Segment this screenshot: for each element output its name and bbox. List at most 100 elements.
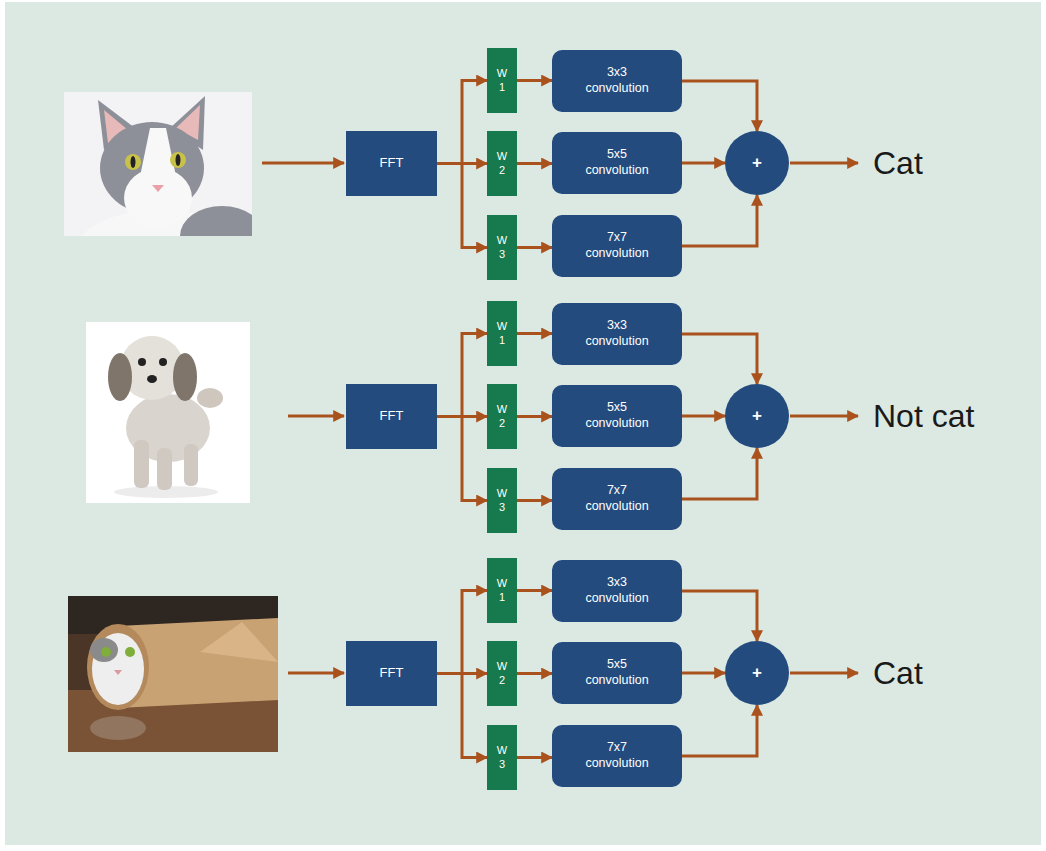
cat-pupil: [131, 156, 136, 168]
connector-arrow: [517, 589, 552, 592]
node-text: W 3: [496, 487, 508, 515]
node-text: W 2: [496, 403, 508, 431]
cat-fur-patch: [180, 206, 252, 236]
cat-eye: [101, 647, 111, 657]
node-text: 3x3 convolution: [575, 575, 659, 606]
output-label: Cat: [873, 656, 923, 691]
node-text: W 3: [496, 744, 508, 772]
floor-reflection: [90, 716, 146, 740]
connector-arrow: [437, 591, 487, 674]
cat-nose: [114, 670, 122, 675]
connector-arrow: [682, 334, 757, 384]
dog-ear: [108, 353, 132, 401]
cat-nose: [152, 185, 164, 192]
convolution-box: 5x5 convolution: [552, 132, 682, 194]
connector-arrow: [682, 448, 757, 499]
output-arrow: [790, 672, 858, 675]
convolution-box: 7x7 convolution: [552, 215, 682, 277]
node-text: W 3: [496, 234, 508, 262]
weight-box: W 3: [487, 725, 517, 790]
connector-arrow: [682, 162, 725, 165]
photo-ground: [68, 596, 278, 752]
node-text: W 1: [496, 67, 508, 95]
connector-layer: [437, 81, 757, 758]
cat-fur-patch: [90, 638, 118, 662]
cat-in-tube-photo: [68, 596, 278, 752]
sum-circle: +: [725, 131, 789, 195]
output-label: Not cat: [873, 399, 974, 434]
connector-arrow: [517, 415, 552, 418]
background-panel: [5, 2, 1041, 845]
weight-box: W 3: [487, 215, 517, 280]
dog-leg: [134, 440, 149, 488]
node-text: 3x3 convolution: [575, 318, 659, 349]
dog-photo: [86, 322, 250, 503]
node-text: +: [752, 405, 762, 426]
sum-circle: +: [725, 384, 789, 448]
connector-arrow: [517, 246, 552, 249]
convolution-box: 7x7 convolution: [552, 468, 682, 530]
node-text: W 2: [496, 150, 508, 178]
node-text: W 1: [496, 577, 508, 605]
node-text: 7x7 convolution: [575, 740, 659, 771]
connector-arrow: [517, 499, 552, 502]
connector-arrow: [682, 591, 757, 641]
weight-box: W 1: [487, 558, 517, 623]
node-text: W 1: [496, 320, 508, 348]
connector-arrow: [682, 672, 725, 675]
output-arrow: [790, 162, 858, 165]
connector-arrow: [437, 674, 487, 758]
node-text: +: [752, 662, 762, 683]
fft-box: FFT: [346, 131, 437, 196]
connector-arrow: [517, 79, 552, 82]
cardboard-flap: [200, 622, 278, 662]
connector-arrow: [437, 417, 487, 501]
input-output-arrows: [262, 163, 858, 673]
node-text: FFT: [380, 155, 404, 171]
convolution-box: 7x7 convolution: [552, 725, 682, 787]
connector-arrow: [682, 705, 757, 756]
convolution-box: 5x5 convolution: [552, 642, 682, 704]
weight-box: W 2: [487, 641, 517, 706]
dog-eye: [159, 358, 167, 366]
convolution-box: 3x3 convolution: [552, 50, 682, 112]
dog-leg: [184, 444, 198, 486]
sum-circle-shape: [725, 641, 789, 705]
connector-arrow: [682, 195, 757, 246]
cat-eye: [125, 154, 141, 170]
node-text: 5x5 convolution: [575, 657, 659, 688]
sum-circle-shape: [725, 384, 789, 448]
cat-muzzle: [124, 168, 192, 228]
sum-circle-shape: [725, 131, 789, 195]
node-text: 5x5 convolution: [575, 147, 659, 178]
connector-arrow: [437, 334, 487, 417]
weight-box: W 3: [487, 468, 517, 533]
node-text: 7x7 convolution: [575, 230, 659, 261]
output-arrow: [790, 415, 858, 418]
output-label: Cat: [873, 146, 923, 181]
node-text: 7x7 convolution: [575, 483, 659, 514]
connector-arrow: [437, 164, 487, 248]
dog-leg: [157, 448, 172, 490]
node-text: FFT: [380, 408, 404, 424]
connector-arrow: [437, 81, 487, 164]
node-text: W 2: [496, 660, 508, 688]
cat-photo: [64, 92, 252, 236]
tube-opening: [87, 624, 149, 710]
cat-pupil: [176, 154, 181, 166]
connector-arrow: [682, 415, 725, 418]
convolution-box: 5x5 convolution: [552, 385, 682, 447]
weight-box: W 2: [487, 384, 517, 449]
cat-eye: [170, 152, 186, 168]
node-text: +: [752, 152, 762, 173]
connector-arrow: [517, 162, 552, 165]
convolution-box: 3x3 convolution: [552, 560, 682, 622]
weight-box: W 2: [487, 131, 517, 196]
connector-arrow: [517, 332, 552, 335]
input-arrow: [288, 672, 344, 675]
dog-tail: [197, 388, 223, 408]
node-text: FFT: [380, 665, 404, 681]
node-text: 5x5 convolution: [575, 400, 659, 431]
